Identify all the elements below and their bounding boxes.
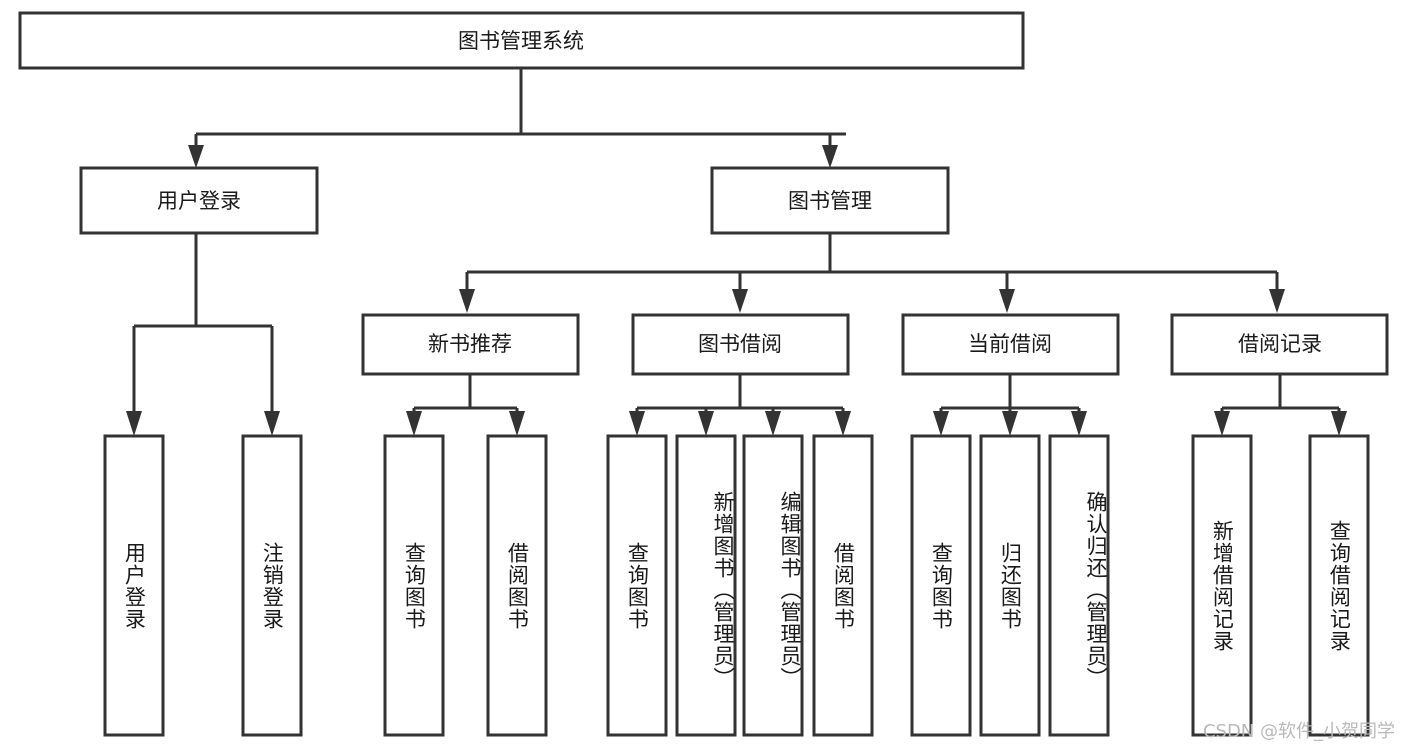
- node-borrow-record[interactable]: 借阅记录: [1170, 313, 1389, 376]
- node-leaf-logout-login[interactable]: [241, 434, 303, 737]
- node-leaf-edit-book-label: 编辑图书（管理员）: [778, 490, 802, 689]
- node-leaf-edit-book[interactable]: [742, 434, 804, 737]
- node-current-borrow[interactable]: 当前借阅: [901, 313, 1120, 376]
- node-leaf-confirm-return-label: 确认归还（管理员）: [1084, 490, 1108, 689]
- node-leaf-query-book-3[interactable]: [910, 434, 972, 737]
- node-book-management-label: 图书管理: [788, 189, 872, 213]
- connector-root-to-level2: [188, 68, 846, 168]
- node-leaf-borrow-book-2[interactable]: [812, 434, 874, 737]
- node-leaf-add-book-label: 新增图书（管理员）: [711, 490, 735, 689]
- node-borrow-record-label: 借阅记录: [1238, 332, 1322, 356]
- node-leaf-add-record-label: 新增借阅记录: [1210, 519, 1235, 652]
- node-user-login-label: 用户登录: [157, 189, 241, 213]
- node-leaf-query-record[interactable]: [1308, 434, 1370, 737]
- csdn-watermark: CSDN @软件_小贺同学: [1202, 721, 1395, 742]
- node-leaf-borrow-book-1-label: 借阅图书: [505, 541, 530, 630]
- connector-bookmgmt-to-level3: [459, 233, 1285, 313]
- node-book-borrow-label: 图书借阅: [698, 332, 782, 356]
- node-leaf-query-book-1-label: 查询图书: [402, 541, 427, 630]
- node-leaf-add-record[interactable]: [1191, 434, 1253, 737]
- node-leaf-user-login[interactable]: [103, 434, 165, 737]
- node-leaf-query-book-1[interactable]: [383, 434, 445, 737]
- node-leaf-user-login-label: 用户登录: [122, 541, 147, 630]
- connector-newbook-to-leaves: [406, 374, 525, 436]
- node-leaf-query-record-label: 查询借阅记录: [1327, 519, 1352, 652]
- node-new-book-recommend-label: 新书推荐: [428, 332, 512, 356]
- connector-currentborrow-to-leaves: [933, 374, 1087, 436]
- node-book-borrow[interactable]: 图书借阅: [631, 313, 850, 376]
- node-leaf-query-book-3-label: 查询图书: [929, 541, 954, 630]
- node-leaf-query-book-2-label: 查询图书: [625, 541, 650, 630]
- node-root[interactable]: 图书管理系统: [18, 11, 1025, 70]
- connector-bookborrow-to-leaves: [629, 374, 851, 436]
- node-root-label: 图书管理系统: [458, 29, 584, 53]
- node-leaf-borrow-book-1[interactable]: [486, 434, 548, 737]
- node-leaf-return-book-label: 归还图书: [998, 541, 1023, 630]
- node-current-borrow-label: 当前借阅: [968, 332, 1052, 356]
- node-leaf-query-book-2[interactable]: [606, 434, 668, 737]
- node-leaf-borrow-book-2-label: 借阅图书: [831, 541, 856, 630]
- node-book-management[interactable]: 图书管理: [710, 166, 950, 235]
- connector-userlogin-to-leaves: [126, 233, 280, 436]
- node-leaf-logout-login-label: 注销登录: [260, 541, 285, 630]
- node-new-book-recommend[interactable]: 新书推荐: [361, 313, 580, 376]
- node-leaf-add-book[interactable]: [675, 434, 737, 737]
- connector-borrowrecord-to-leaves: [1214, 374, 1347, 436]
- node-leaf-confirm-return[interactable]: [1048, 434, 1110, 737]
- node-leaf-return-book[interactable]: [979, 434, 1041, 737]
- node-user-login[interactable]: 用户登录: [79, 166, 319, 235]
